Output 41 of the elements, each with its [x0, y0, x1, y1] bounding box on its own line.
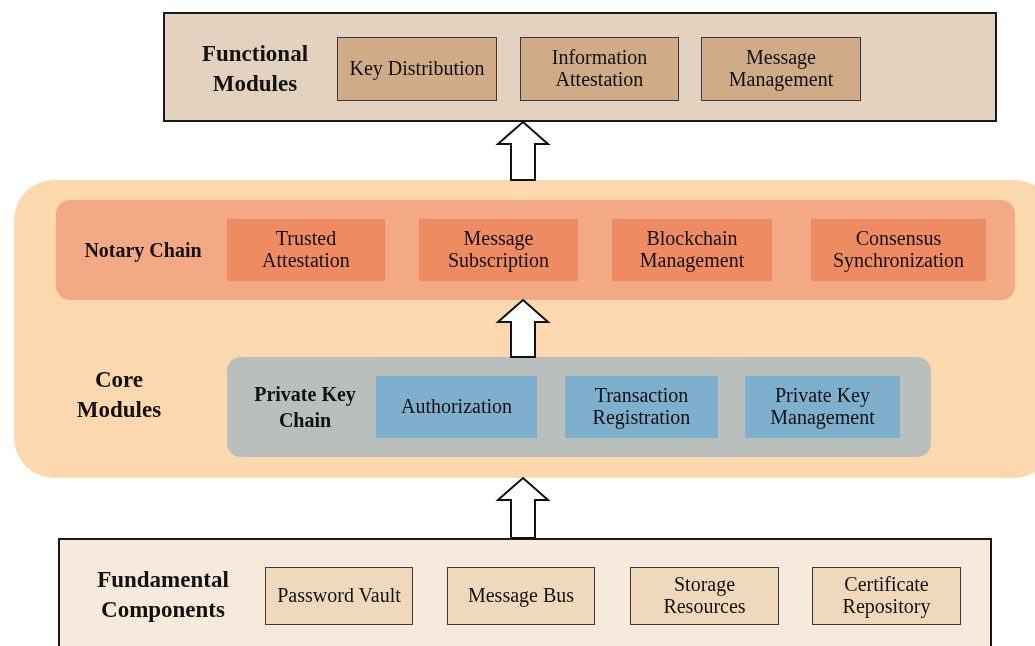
group-title: Fundamental Components — [96, 566, 230, 624]
group-title: Private Key Chain — [253, 382, 357, 433]
module-panel — [58, 538, 992, 646]
module-label: Trusted Attestation — [261, 228, 351, 272]
module-panel — [163, 12, 997, 122]
block-arrow — [495, 298, 551, 358]
module-box — [265, 567, 413, 625]
module-label: Blockchain Management — [638, 228, 746, 272]
module-box — [447, 567, 595, 625]
block-arrow — [495, 476, 551, 539]
module-label: Information Attestation — [550, 47, 649, 91]
group-title: Notary Chain — [83, 238, 203, 264]
module-box — [811, 219, 986, 281]
module-box — [337, 37, 497, 101]
module-label: Private Key Management — [769, 385, 876, 429]
module-box — [612, 219, 772, 281]
module-box — [812, 567, 961, 625]
module-label: Authorization — [399, 396, 514, 418]
module-box — [565, 376, 718, 438]
module-label: Password Vault — [276, 585, 402, 607]
module-box — [419, 219, 578, 281]
module-label: Storage Resources — [662, 574, 747, 618]
module-label: Message Subscription — [446, 228, 551, 272]
group-title: Core Modules — [75, 366, 163, 424]
module-box — [701, 37, 861, 101]
module-label: Transaction Registration — [591, 385, 692, 429]
module-label: Consensus Synchronization — [831, 228, 966, 272]
module-band — [14, 180, 1035, 478]
module-box — [227, 219, 385, 281]
module-label: Key Distribution — [348, 58, 486, 80]
module-box — [630, 567, 779, 625]
block-arrow — [495, 120, 551, 181]
module-label: Message Bus — [466, 585, 576, 607]
module-box — [745, 376, 900, 438]
module-label: Certificate Repository — [841, 574, 932, 618]
chain-panel — [56, 200, 1015, 300]
chain-panel — [227, 357, 931, 457]
module-box — [520, 37, 679, 101]
module-box — [376, 376, 537, 438]
module-label: Message Management — [727, 47, 835, 91]
group-title: Functional Modules — [200, 40, 310, 98]
